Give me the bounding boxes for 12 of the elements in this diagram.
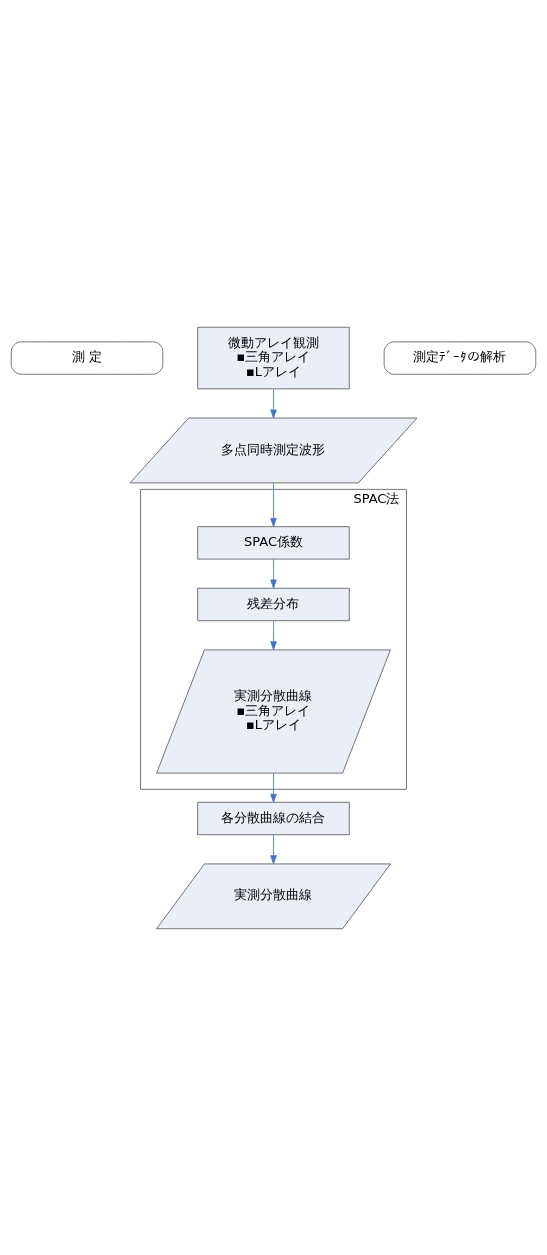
node-box: 測 定 [10, 340, 164, 375]
node-box: SPAC係数 [197, 525, 350, 559]
node-box: 残差分布 [197, 587, 350, 621]
node-box: 各分散曲線の結合 [197, 801, 350, 835]
arrow [270, 833, 277, 864]
arrow [270, 772, 277, 803]
arrow [270, 619, 277, 650]
node-box: 測定ﾃﾞｰﾀの解析 [383, 340, 537, 375]
arrow [270, 388, 277, 418]
arrow [270, 482, 277, 527]
arrow [270, 558, 277, 588]
node-box: 微動アレイ観測 ▪三角アレイ ▪Lアレイ [197, 326, 350, 389]
